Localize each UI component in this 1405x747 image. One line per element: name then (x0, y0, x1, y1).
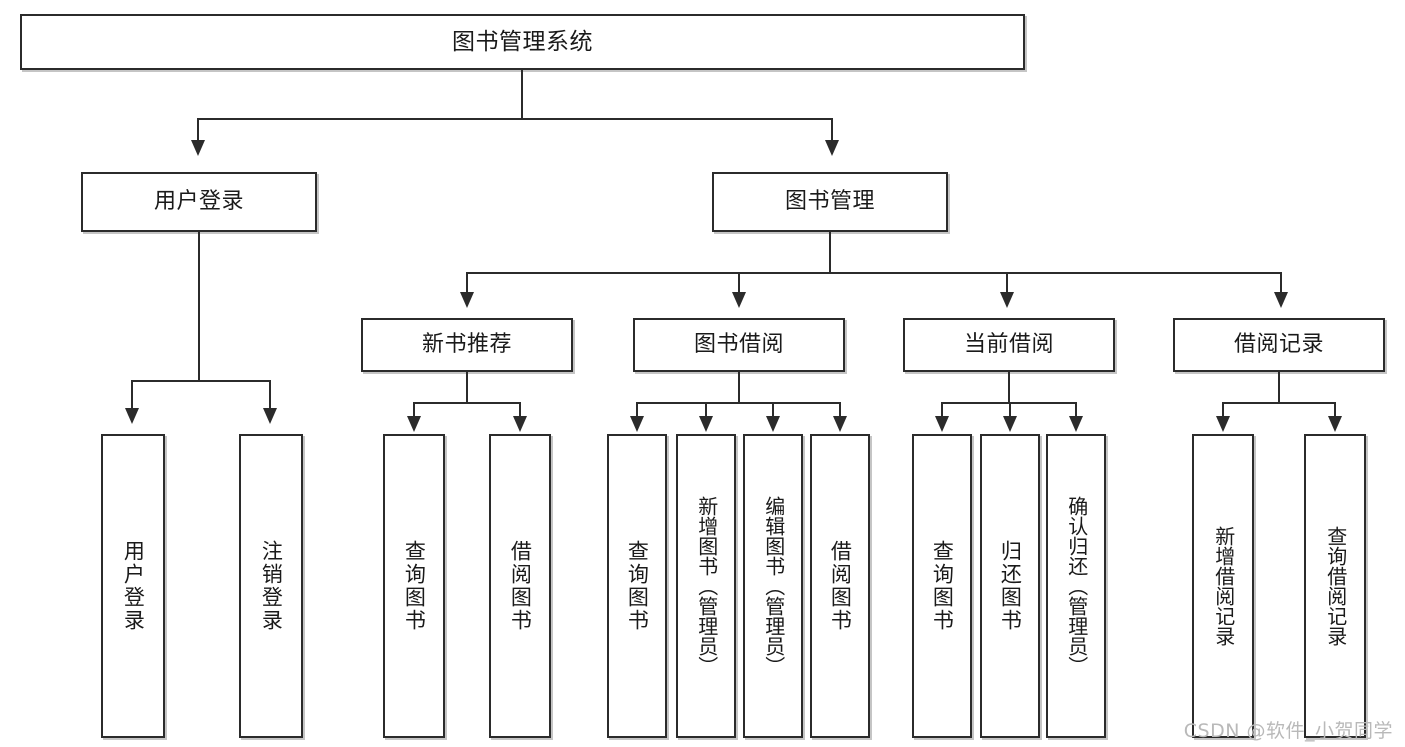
node-leaf-edit-book-label: 编辑图书（管理员） (761, 496, 786, 676)
node-leaf-user-login[interactable]: 用户登录 (101, 434, 165, 738)
node-book-borrow[interactable]: 图书借阅 (633, 318, 845, 372)
node-user-login[interactable]: 用户登录 (81, 172, 317, 232)
node-leaf-query-book-1-label: 查询图书 (402, 540, 427, 632)
connector-borrow-record-c1 (1222, 402, 1224, 416)
connector-new-book-rec-c2 (519, 402, 521, 416)
connector-new-book-rec-stem (466, 372, 468, 402)
node-borrow-record[interactable]: 借阅记录 (1173, 318, 1385, 372)
connector-book-borrow-c1 (636, 402, 638, 416)
connector-new-book-rec-c1 (413, 402, 415, 416)
arrow-leaf-return-book (1003, 416, 1017, 432)
connector-user-login-right (269, 380, 271, 408)
connector-current-borrow-c1 (941, 402, 943, 416)
node-current-borrow-label: 当前借阅 (963, 332, 1054, 358)
arrow-leaf-query-record (1328, 416, 1342, 432)
node-leaf-user-login-label: 用户登录 (121, 540, 146, 632)
arrow-leaf-borrow-book-2 (833, 416, 847, 432)
arrow-leaf-query-book-1 (407, 416, 421, 432)
arrow-to-new-book-rec (460, 292, 474, 308)
arrow-leaf-borrow-book-1 (513, 416, 527, 432)
arrow-to-book-borrow (732, 292, 746, 308)
connector-to-borrow-record (1280, 272, 1282, 292)
arrow-leaf-add-book (699, 416, 713, 432)
connector-current-borrow-c3 (1075, 402, 1077, 416)
arrow-leaf-logout (263, 408, 277, 424)
node-borrow-record-label: 借阅记录 (1233, 332, 1324, 358)
node-leaf-logout[interactable]: 注销登录 (239, 434, 303, 738)
connector-to-current-borrow (1006, 272, 1008, 292)
connector-to-new-book-rec (466, 272, 468, 292)
node-current-borrow[interactable]: 当前借阅 (903, 318, 1115, 372)
node-leaf-add-book[interactable]: 新增图书（管理员） (676, 434, 736, 738)
arrow-leaf-user-login (125, 408, 139, 424)
node-new-book-rec-label: 新书推荐 (421, 332, 512, 358)
connector-root-stem (521, 70, 523, 118)
connector-user-login-stem (198, 232, 200, 380)
node-leaf-add-record[interactable]: 新增借阅记录 (1192, 434, 1254, 738)
connector-book-manage-stem (829, 232, 831, 272)
node-book-borrow-label: 图书借阅 (693, 332, 784, 358)
arrow-leaf-query-book-3 (935, 416, 949, 432)
connector-level3-bus (466, 272, 1282, 274)
node-leaf-add-book-label: 新增图书（管理员） (694, 496, 719, 676)
connector-to-book-manage (831, 118, 833, 140)
node-user-login-label: 用户登录 (153, 189, 244, 215)
connector-user-login-bus (131, 380, 269, 382)
node-leaf-borrow-book-2[interactable]: 借阅图书 (810, 434, 870, 738)
node-leaf-query-record-label: 查询借阅记录 (1323, 526, 1348, 646)
node-leaf-return-book-label: 归还图书 (998, 540, 1023, 632)
node-leaf-confirm-return-label: 确认归还（管理员） (1064, 496, 1089, 676)
node-book-manage[interactable]: 图书管理 (712, 172, 948, 232)
node-leaf-query-book-3-label: 查询图书 (930, 540, 955, 632)
arrow-leaf-edit-book (766, 416, 780, 432)
node-root-label: 图书管理系统 (452, 28, 593, 55)
arrow-leaf-confirm-return (1069, 416, 1083, 432)
connector-borrow-record-stem (1278, 372, 1280, 402)
connector-book-borrow-bus (636, 402, 841, 404)
connector-borrow-record-c2 (1334, 402, 1336, 416)
arrow-to-borrow-record (1274, 292, 1288, 308)
node-book-manage-label: 图书管理 (784, 189, 875, 215)
connector-book-borrow-c2 (705, 402, 707, 416)
connector-borrow-record-bus (1222, 402, 1336, 404)
arrow-to-user-login (191, 140, 205, 156)
connector-to-user-login (197, 118, 199, 140)
connector-current-borrow-c2 (1009, 402, 1011, 416)
connector-level2-bus (197, 118, 833, 120)
connector-book-borrow-c4 (839, 402, 841, 416)
node-new-book-rec[interactable]: 新书推荐 (361, 318, 573, 372)
node-leaf-borrow-book-2-label: 借阅图书 (828, 540, 853, 632)
node-leaf-query-book-1[interactable]: 查询图书 (383, 434, 445, 738)
node-root[interactable]: 图书管理系统 (20, 14, 1025, 70)
node-leaf-query-book-2-label: 查询图书 (625, 540, 650, 632)
node-leaf-borrow-book-1[interactable]: 借阅图书 (489, 434, 551, 738)
node-leaf-logout-label: 注销登录 (259, 540, 284, 632)
node-leaf-query-book-3[interactable]: 查询图书 (912, 434, 972, 738)
node-leaf-query-book-2[interactable]: 查询图书 (607, 434, 667, 738)
arrow-leaf-query-book-2 (630, 416, 644, 432)
node-leaf-query-record[interactable]: 查询借阅记录 (1304, 434, 1366, 738)
node-leaf-add-record-label: 新增借阅记录 (1211, 526, 1236, 646)
connector-user-login-left (131, 380, 133, 408)
arrow-to-current-borrow (1000, 292, 1014, 308)
arrow-leaf-add-record (1216, 416, 1230, 432)
node-leaf-borrow-book-1-label: 借阅图书 (508, 540, 533, 632)
connector-to-book-borrow (738, 272, 740, 292)
node-leaf-return-book[interactable]: 归还图书 (980, 434, 1040, 738)
connector-book-borrow-c3 (772, 402, 774, 416)
node-leaf-confirm-return[interactable]: 确认归还（管理员） (1046, 434, 1106, 738)
connector-new-book-rec-bus (413, 402, 521, 404)
connector-current-borrow-stem (1008, 372, 1010, 402)
node-leaf-edit-book[interactable]: 编辑图书（管理员） (743, 434, 803, 738)
arrow-to-book-manage (825, 140, 839, 156)
connector-book-borrow-stem (738, 372, 740, 402)
